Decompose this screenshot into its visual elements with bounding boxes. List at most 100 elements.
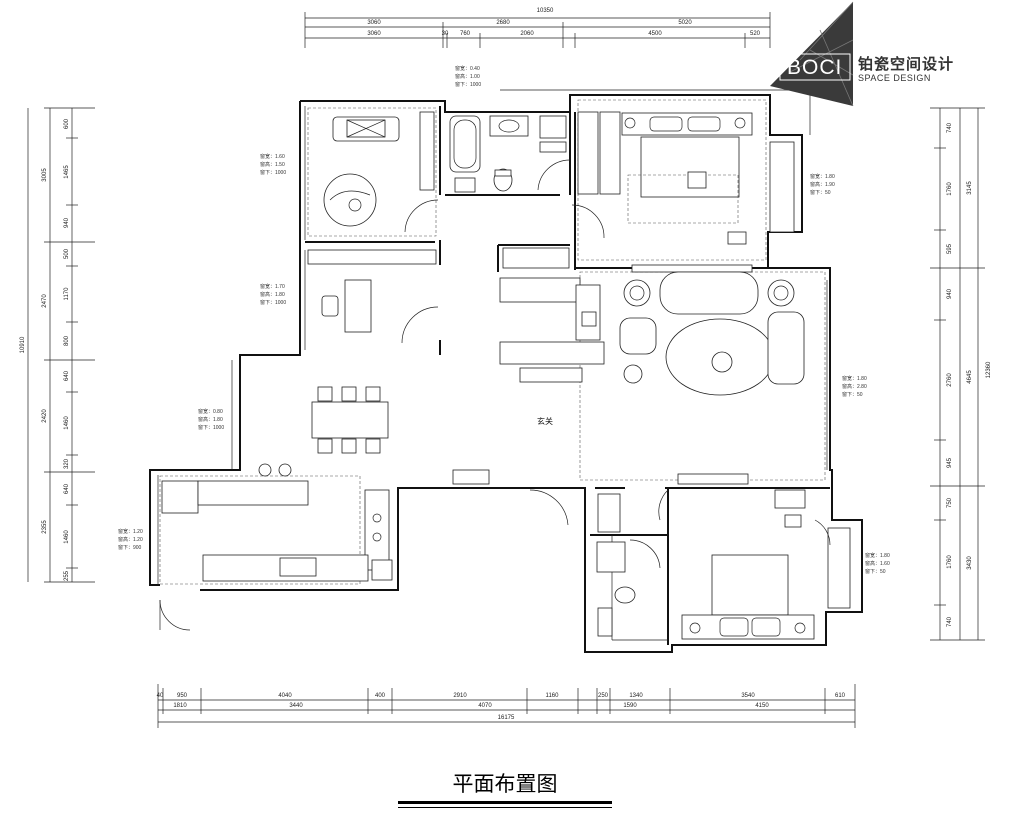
- study-furniture: [323, 111, 435, 227]
- dim-bot-r1-5: 1160: [546, 693, 560, 699]
- dim-bot-r1-8: 3540: [741, 693, 755, 699]
- brand-logo-text: BOCI: [787, 56, 843, 79]
- dim-left-g1-0: 600: [64, 118, 70, 129]
- dim-right-g1-1: 1760: [947, 182, 953, 196]
- dim-bot-r1-1: 950: [177, 693, 188, 699]
- svg-text:窗宽：1.80: 窗宽：1.80: [865, 552, 890, 559]
- dim-top-r1-2: 5020: [678, 20, 692, 26]
- dim-left-g3-1: 1460: [64, 416, 70, 430]
- svg-text:窗下：1000: 窗下：1000: [260, 299, 286, 306]
- dim-bot-r2-0: 1810: [173, 703, 187, 709]
- svg-text:窗宽：0.80: 窗宽：0.80: [198, 408, 223, 415]
- left-dimensions: 10910 3005 600 1465 940 2470 500 1170 80…: [20, 107, 95, 583]
- dim-left-sub2: 2470: [42, 294, 48, 308]
- dim-right-g3-2: 740: [947, 616, 953, 627]
- dim-left-sub4: 2355: [42, 520, 48, 534]
- dim-bot-r2-2: 4070: [478, 703, 492, 709]
- dim-top-r2-1: 30: [442, 31, 449, 37]
- svg-text:窗下：900: 窗下：900: [118, 544, 142, 551]
- svg-text:窗高：1.90: 窗高：1.90: [810, 181, 835, 188]
- brand-name: 铂瓷空间设计: [858, 55, 955, 73]
- dim-left-g4-2: 255: [64, 570, 70, 581]
- dim-right-sub1: 3145: [967, 181, 973, 195]
- title-underline: [398, 801, 612, 804]
- dim-top-r1-1: 2680: [496, 20, 510, 26]
- dim-right-total: 12360: [986, 361, 992, 378]
- dim-bot-total: 16175: [498, 715, 515, 721]
- brand-subtitle: SPACE DESIGN: [858, 73, 931, 83]
- svg-text:窗高：1.00: 窗高：1.00: [455, 73, 480, 80]
- window-note-a: 窗宽：1.60 窗高：1.50 窗下：1000: [260, 153, 286, 176]
- dim-bot-r1-4: 2910: [453, 693, 467, 699]
- dim-bot-r2-4: 4150: [755, 703, 769, 709]
- svg-text:窗宽：1.80: 窗宽：1.80: [810, 173, 835, 180]
- walls: [149, 94, 863, 653]
- window-note-g: 窗宽：1.80 窗高：2.80 窗下：50: [842, 375, 867, 398]
- dim-right-sub3: 3430: [967, 556, 973, 570]
- window-note-d: 窗宽：0.80 窗高：1.80 窗下：1000: [198, 408, 224, 431]
- dim-bot-r1-9: 610: [835, 693, 846, 699]
- window-note-h: 窗宽：1.80 窗高：1.60 窗下：50: [865, 552, 890, 575]
- dim-left-sub3: 2420: [42, 409, 48, 423]
- svg-text:窗下：50: 窗下：50: [865, 568, 886, 575]
- dim-bot-r1-2: 4040: [278, 693, 292, 699]
- svg-text:窗下：1000: 窗下：1000: [198, 424, 224, 431]
- svg-text:窗下：50: 窗下：50: [810, 189, 831, 196]
- right-dimensions: 12360 3145 740 1760 595 4645 940 2760 94…: [930, 107, 992, 641]
- dim-left-total: 10910: [20, 336, 26, 353]
- dim-left-g2-0: 500: [64, 248, 70, 259]
- dim-top-r2-4: 4500: [648, 31, 662, 37]
- dim-top-r2-3: 2060: [520, 31, 534, 37]
- dim-top-total: 10350: [537, 8, 554, 14]
- svg-text:窗宽：1.20: 窗宽：1.20: [118, 528, 143, 535]
- dim-top-r2-2: 760: [460, 31, 471, 37]
- dim-left-g3-0: 640: [64, 370, 70, 381]
- dim-right-g2-0: 940: [947, 288, 953, 299]
- svg-text:窗高：1.20: 窗高：1.20: [118, 536, 143, 543]
- kitchen-furniture: [161, 480, 393, 582]
- svg-text:窗下：1000: 窗下：1000: [455, 81, 481, 88]
- svg-text:窗高：1.60: 窗高：1.60: [865, 560, 890, 567]
- dim-left-g2-1: 1170: [64, 287, 70, 301]
- svg-text:窗宽：1.70: 窗宽：1.70: [260, 283, 285, 290]
- svg-text:窗宽：1.60: 窗宽：1.60: [260, 153, 285, 160]
- bottom-dimensions: 40 950 4040 400 2910 1160 250 1340 3540 …: [157, 684, 856, 728]
- svg-text:窗高：1.50: 窗高：1.50: [260, 161, 285, 168]
- dim-bot-r2-3: 1590: [623, 703, 637, 709]
- svg-text:窗下：50: 窗下：50: [842, 391, 863, 398]
- dim-left-g2-2: 800: [64, 335, 70, 346]
- office-furniture: [307, 249, 437, 333]
- svg-text:窗高：2.80: 窗高：2.80: [842, 383, 867, 390]
- dim-left-g4-0: 640: [64, 483, 70, 494]
- dim-top-r2-0: 3060: [367, 31, 381, 37]
- window-note-top: 窗宽：0.40 窗高：1.00 窗下：1000: [455, 65, 481, 88]
- bedroom-top: [577, 111, 795, 245]
- living-furniture: [619, 264, 828, 470]
- title-underline-thin: [398, 807, 612, 808]
- svg-text:窗宽：0.40: 窗宽：0.40: [455, 65, 480, 72]
- bathroom-bottom: [596, 541, 636, 637]
- dim-left-g1-1: 1465: [64, 165, 70, 179]
- svg-text:窗高：1.80: 窗高：1.80: [198, 416, 223, 423]
- dim-left-g1-2: 940: [64, 217, 70, 228]
- entry-cabinets: [499, 247, 605, 383]
- top-dimensions: 10350 3060 2680 5020 3060 30 760 2060 45…: [304, 8, 771, 48]
- drawing-title: 平面布置图: [452, 772, 558, 796]
- dim-left-sub1: 3005: [42, 168, 48, 182]
- dining-furniture: [258, 386, 389, 477]
- dim-bot-r1-6: 250: [598, 693, 609, 699]
- window-note-f: 窗宽：1.80 窗高：1.90 窗下：50: [810, 173, 835, 196]
- bathroom-top: [449, 115, 567, 193]
- dim-right-g1-0: 740: [947, 122, 953, 133]
- door-swings: [159, 159, 831, 631]
- window-note-e: 窗宽：1.20 窗高：1.20 窗下：900: [118, 528, 143, 551]
- dim-left-g3-2: 320: [64, 458, 70, 469]
- bedroom-bottom: [677, 473, 851, 640]
- svg-text:窗高：1.80: 窗高：1.80: [260, 291, 285, 298]
- brand-logo-icon: [770, 1, 854, 107]
- dim-right-g1-2: 595: [947, 243, 953, 254]
- dim-bot-r1-0: 40: [157, 693, 164, 699]
- dim-bot-r2-1: 3440: [289, 703, 303, 709]
- dim-bot-r1-3: 400: [375, 693, 386, 699]
